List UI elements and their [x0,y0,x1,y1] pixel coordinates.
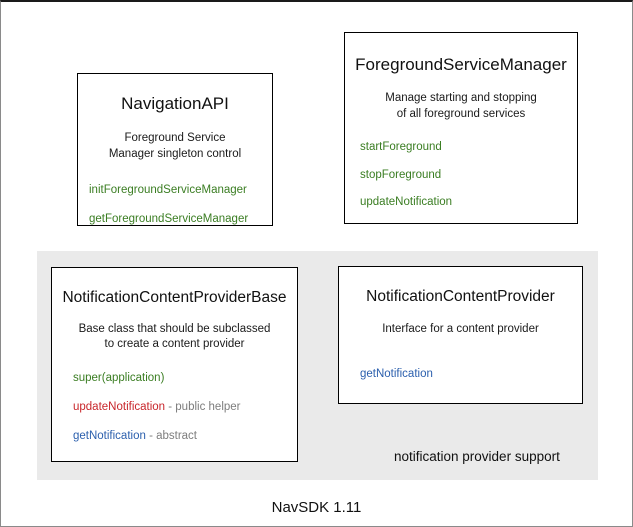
class-desc-line: Manager singleton control [108,147,242,160]
group-panel-label: notification provider support [394,449,560,464]
member-name: getNotification [73,429,146,442]
member-name: updateNotification [360,196,453,209]
member-name: super(application) [73,371,165,384]
class-member-getnotification-interface[interactable]: getNotification [360,368,582,382]
member-name: initForegroundServiceManager [89,183,247,196]
class-member-stopforeground[interactable]: stopForeground [360,169,577,183]
class-box-navigation-api[interactable]: NavigationAPI Foreground Service Manager… [77,73,273,226]
member-name: startForeground [360,140,442,153]
class-desc-line: of all foreground services [396,107,526,120]
class-title-notification-content-provider: NotificationContentProvider [366,288,555,305]
class-desc-line: to create a content provider [104,337,245,350]
class-desc-line: Foreground Service [124,132,226,145]
class-member-initforegroundservicemanager[interactable]: initForegroundServiceManager [89,184,272,198]
member-list-foreground-service-manager: startForeground stopForeground updateNot… [345,141,577,210]
class-title-foreground-service-manager: ForegroundServiceManager [355,55,567,74]
class-box-notification-content-provider[interactable]: NotificationContentProvider Interface fo… [338,266,583,404]
class-member-super-application[interactable]: super(application) [73,372,297,386]
class-desc-line: Base class that should be subclassed [78,322,271,335]
class-member-getnotification-base[interactable]: getNotification - abstract [73,430,297,444]
class-desc-line: Interface for a content provider [382,322,539,335]
class-member-updatenotification-fsm[interactable]: updateNotification [360,196,577,210]
member-name: getNotification [360,367,433,380]
class-desc-notification-content-provider: Interface for a content provider [339,322,582,337]
class-box-foreground-service-manager[interactable]: ForegroundServiceManager Manage starting… [344,32,578,224]
member-name: getForegroundServiceManager [89,212,249,225]
class-box-notification-content-provider-base[interactable]: NotificationContentProviderBase Base cla… [51,267,298,462]
member-name: updateNotification [73,400,166,413]
member-list-navigation-api: initForegroundServiceManager getForegrou… [78,184,272,227]
class-desc-foreground-service-manager: Manage starting and stopping of all fore… [345,91,577,121]
class-title-notification-content-provider-base: NotificationContentProviderBase [62,289,287,306]
class-desc-notification-content-provider-base: Base class that should be subclassed to … [52,322,297,352]
member-note: - public helper [165,400,241,413]
class-desc-navigation-api: Foreground Service Manager singleton con… [78,131,272,161]
member-list-notification-content-provider: getNotification [339,368,582,382]
class-desc-line: Manage starting and stopping [385,92,537,105]
footer-version-label: NavSDK 1.11 [271,499,362,516]
class-title-navigation-api: NavigationAPI [121,94,229,113]
member-list-notification-content-provider-base: super(application) updateNotification - … [52,372,297,443]
member-note: - abstract [145,429,198,442]
member-name: stopForeground [360,168,442,181]
class-member-startforeground[interactable]: startForeground [360,141,577,155]
class-member-getforegroundservicemanager[interactable]: getForegroundServiceManager [89,213,272,227]
class-member-updatenotification-base[interactable]: updateNotification - public helper [73,401,297,415]
